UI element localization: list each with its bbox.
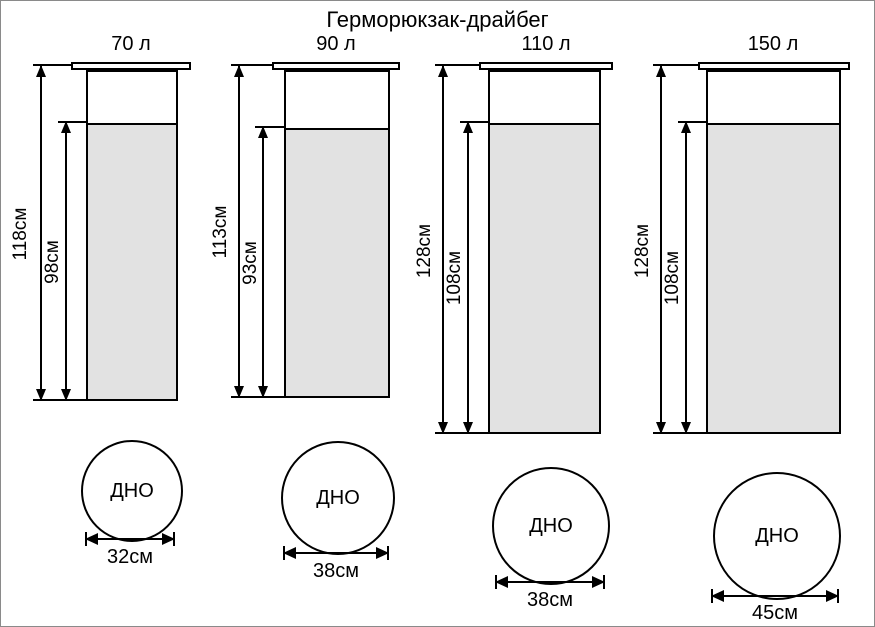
bottom-circle: ДНО bbox=[281, 441, 395, 555]
diameter-tick-left bbox=[283, 546, 285, 560]
diameter-tick-left bbox=[711, 589, 713, 603]
diameter-tick-left bbox=[85, 532, 87, 546]
volume-label: 90 л bbox=[316, 33, 356, 55]
extension-line-top bbox=[435, 64, 481, 66]
diameter-arrow bbox=[85, 532, 175, 546]
body-height-label: 108см bbox=[662, 250, 683, 306]
body-height-arrow bbox=[681, 121, 691, 434]
bag-body bbox=[706, 70, 841, 434]
extension-line-top bbox=[33, 64, 73, 66]
diameter-label: 32см bbox=[107, 546, 153, 568]
volume-label: 70 л bbox=[111, 33, 151, 55]
total-height-arrow bbox=[656, 65, 666, 434]
bottom-circle: ДНО bbox=[713, 472, 841, 600]
total-height-arrow bbox=[234, 65, 244, 398]
bag-flange bbox=[698, 62, 850, 70]
body-height-arrow bbox=[463, 121, 473, 434]
body-height-arrow bbox=[61, 121, 71, 401]
extension-line-top bbox=[653, 64, 700, 66]
extension-line-bottom bbox=[231, 396, 284, 398]
bottom-label: ДНО bbox=[316, 486, 360, 509]
extension-line-bottom bbox=[435, 432, 488, 434]
diameter-label: 38см bbox=[527, 589, 573, 611]
bag-flange bbox=[272, 62, 400, 70]
bag-fill bbox=[708, 123, 839, 432]
diameter-arrow bbox=[495, 575, 605, 589]
diameter-arrow bbox=[711, 589, 839, 603]
total-height-label: 128см bbox=[632, 223, 653, 279]
extension-line-mid bbox=[58, 121, 86, 123]
diameter-arrow bbox=[283, 546, 389, 560]
bag-body bbox=[284, 70, 390, 398]
volume-label: 110 л bbox=[521, 33, 571, 55]
extension-line-top bbox=[231, 64, 274, 66]
diameter-tick-right bbox=[837, 589, 839, 603]
diameter-tick-left bbox=[495, 575, 497, 589]
bag-flange bbox=[71, 62, 191, 70]
bottom-circle: ДНО bbox=[492, 467, 610, 585]
diameter-label: 45см bbox=[752, 602, 798, 624]
extension-line-bottom bbox=[33, 399, 86, 401]
bottom-label: ДНО bbox=[110, 479, 154, 502]
bag-fill bbox=[490, 123, 599, 432]
bottom-label: ДНО bbox=[755, 524, 799, 547]
bag-flange bbox=[479, 62, 613, 70]
diameter-label: 38см bbox=[313, 560, 359, 582]
extension-line-mid bbox=[678, 121, 706, 123]
extension-line-mid bbox=[255, 126, 284, 128]
volume-label: 150 л bbox=[747, 33, 799, 55]
bag-fill bbox=[88, 123, 176, 399]
bag-fill bbox=[286, 128, 388, 396]
bag-body bbox=[488, 70, 601, 434]
diagram-title: Герморюкзак-драйбег bbox=[326, 7, 549, 32]
total-height-arrow bbox=[36, 65, 46, 401]
bottom-label: ДНО bbox=[529, 514, 573, 537]
total-height-arrow bbox=[438, 65, 448, 434]
extension-line-mid bbox=[460, 121, 488, 123]
bag-body bbox=[86, 70, 178, 401]
bottom-circle: ДНО bbox=[81, 440, 183, 542]
extension-line-bottom bbox=[653, 432, 706, 434]
body-height-arrow bbox=[258, 126, 268, 398]
